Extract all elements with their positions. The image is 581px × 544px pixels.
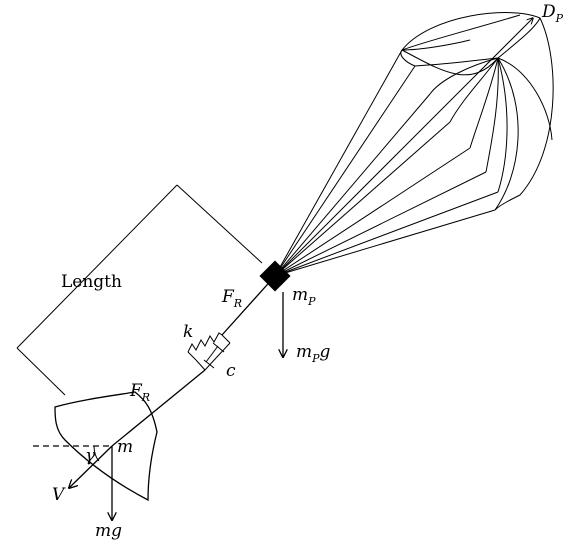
canopy-panel	[497, 57, 553, 141]
length-dimension	[16, 184, 263, 396]
riser-upper	[221, 275, 276, 336]
parachute-canopy	[400, 12, 554, 211]
length-label: Length	[61, 272, 122, 292]
spring-label: k	[183, 322, 193, 342]
canopy-panel	[449, 57, 499, 123]
canopy-panel	[497, 17, 541, 59]
canopy-outline	[401, 12, 554, 211]
spring-coil	[187, 332, 223, 353]
canopy-seam	[401, 49, 499, 76]
canopy-panel	[494, 57, 519, 211]
canopy-panel	[400, 49, 416, 67]
velocity-label: V	[52, 485, 66, 505]
canopy-panel	[485, 57, 499, 173]
suspension-lines	[274, 49, 499, 277]
canopy-seam	[401, 39, 471, 51]
riser-force-upper-label: FR	[221, 287, 242, 310]
canopy-panel	[497, 57, 508, 193]
velocity-arrow	[69, 445, 113, 488]
payload-body	[54, 391, 158, 502]
canopy-panel	[401, 14, 521, 51]
canopy-panel	[429, 57, 499, 95]
parachute-weight-label: mPg	[296, 342, 331, 365]
parachute-mass-label: mP	[292, 285, 316, 308]
spring-damper	[187, 332, 231, 371]
damper-body	[203, 342, 225, 369]
drag-force-arrow	[274, 18, 533, 277]
damper-label: c	[226, 361, 236, 381]
riser-lower	[111, 369, 206, 447]
mass-label: m	[117, 437, 133, 457]
weight-label: mg	[95, 521, 122, 541]
angle-label: γ	[85, 446, 96, 466]
drag-label: DP	[541, 2, 564, 25]
canopy-panel	[469, 57, 499, 149]
